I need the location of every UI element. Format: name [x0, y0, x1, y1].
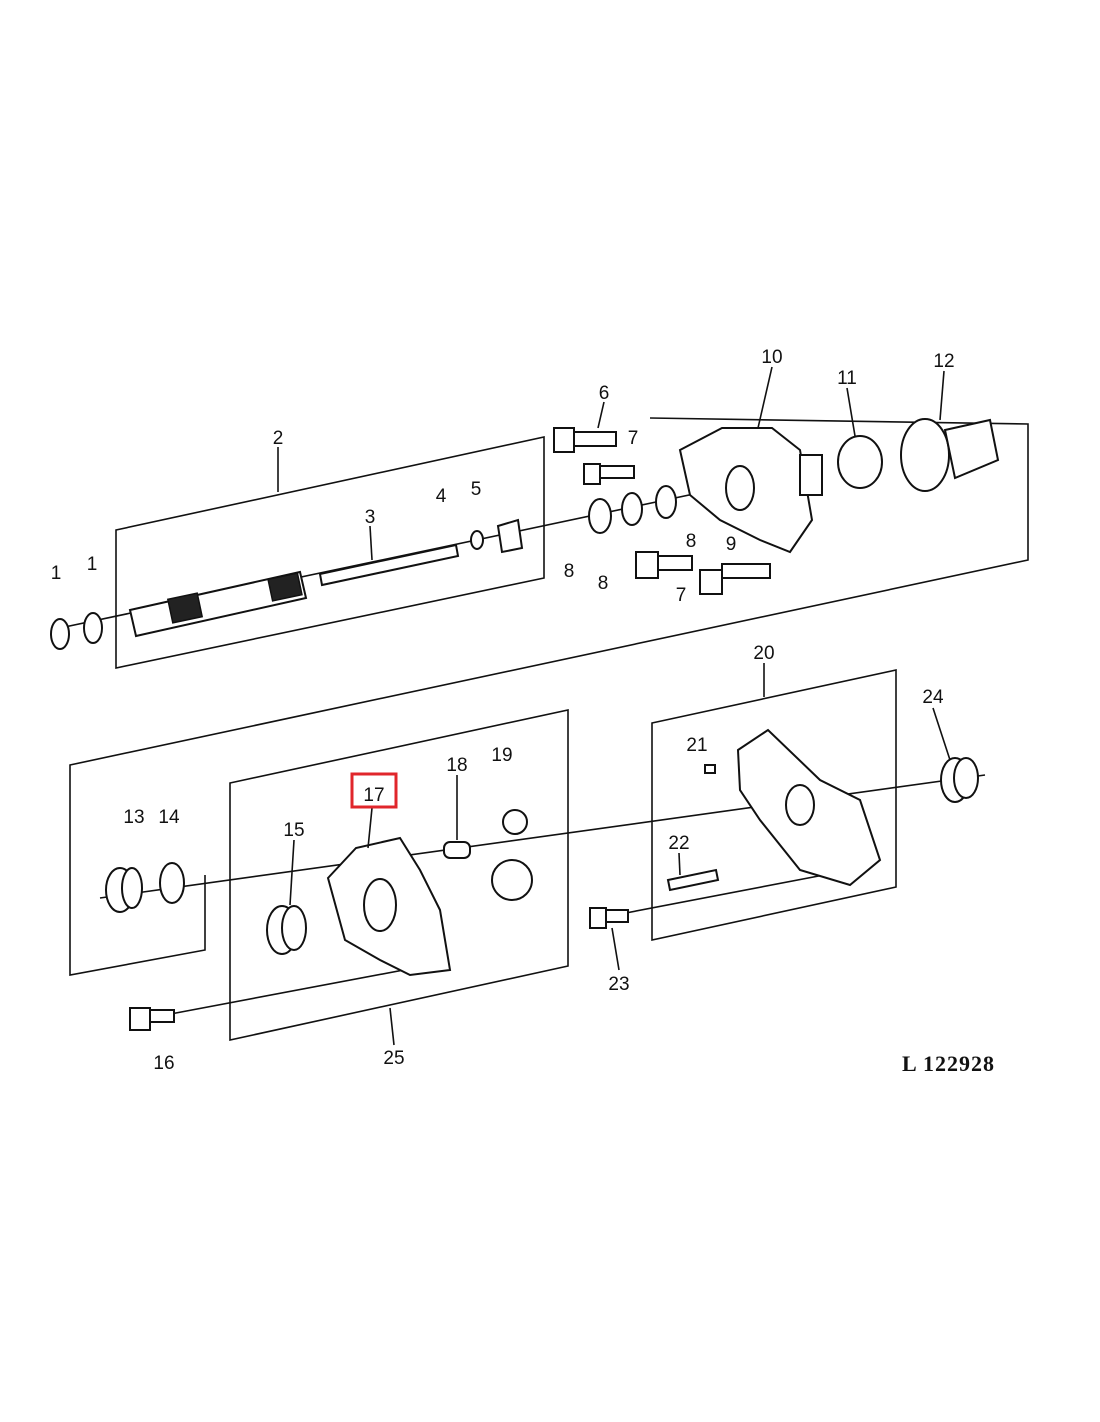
callout-23[interactable]: 23	[608, 974, 629, 995]
callout-25[interactable]: 25	[383, 1048, 404, 1069]
callout-5[interactable]: 5	[471, 479, 482, 500]
panel-20	[651, 669, 897, 941]
callout-14[interactable]: 14	[158, 807, 180, 828]
callout-11[interactable]: 11	[837, 368, 857, 389]
callout-3[interactable]: 3	[365, 507, 376, 528]
highlight-box-17	[350, 772, 398, 809]
callout-6[interactable]: 6	[599, 383, 610, 404]
callout-7[interactable]: 7	[676, 585, 687, 606]
axis-line	[159, 964, 431, 1017]
pin-22	[666, 868, 720, 892]
pump-cover-20	[736, 728, 882, 887]
washer-4	[470, 530, 484, 550]
axis-line	[609, 869, 851, 917]
pump-body-17	[326, 836, 452, 977]
dowel-18	[443, 841, 471, 859]
pin-21	[704, 764, 716, 774]
callout-12[interactable]: 12	[933, 351, 954, 372]
callout-21[interactable]: 21	[686, 735, 707, 756]
callout-1[interactable]: 1	[87, 554, 98, 575]
bolt-7	[583, 463, 635, 485]
panel-25	[229, 709, 569, 1041]
seal-15	[266, 905, 307, 955]
callout-16[interactable]: 16	[153, 1053, 174, 1074]
callout-18[interactable]: 18	[446, 755, 467, 776]
drive-shaft-2	[128, 570, 308, 638]
leader-lines	[277, 366, 951, 1046]
plug-5	[496, 518, 524, 554]
callout-1[interactable]: 1	[51, 563, 62, 584]
callout-8[interactable]: 8	[564, 561, 575, 582]
callout-10[interactable]: 10	[761, 347, 782, 368]
callout-7[interactable]: 7	[628, 428, 639, 449]
outer-assembly-frame	[69, 417, 1029, 976]
rod-3	[318, 543, 460, 587]
callout-2[interactable]: 2	[273, 428, 284, 449]
washer-8	[655, 485, 677, 519]
drawing-code: L 122928	[902, 1051, 995, 1076]
gears-19	[491, 809, 533, 901]
gear-12	[900, 418, 1000, 492]
callout-4[interactable]: 4	[436, 486, 447, 507]
seal-13	[105, 867, 143, 913]
callout-13[interactable]: 13	[123, 807, 144, 828]
bolt-16	[129, 1007, 175, 1031]
callout-9[interactable]: 9	[726, 534, 737, 555]
washer-8	[588, 498, 612, 534]
callout-20[interactable]: 20	[753, 643, 774, 664]
callout-24[interactable]: 24	[922, 687, 944, 708]
bolt-23	[589, 907, 629, 929]
seal-24	[940, 757, 979, 803]
bolt-7	[635, 551, 693, 579]
pump-housing-10	[678, 427, 823, 554]
snap-ring-14	[159, 862, 185, 904]
callout-17[interactable]: 17	[363, 785, 384, 806]
washer-8	[621, 492, 643, 526]
o-ring-11	[837, 435, 883, 489]
bolt-6	[553, 427, 617, 453]
callout-8[interactable]: 8	[686, 531, 697, 552]
snap-ring-1	[50, 612, 103, 650]
callout-15[interactable]: 15	[283, 820, 304, 841]
callout-19[interactable]: 19	[491, 745, 512, 766]
bolt-9	[699, 563, 771, 595]
callout-22[interactable]: 22	[668, 833, 689, 854]
callout-8[interactable]: 8	[598, 573, 609, 594]
panel-shaft-assembly	[115, 436, 545, 669]
